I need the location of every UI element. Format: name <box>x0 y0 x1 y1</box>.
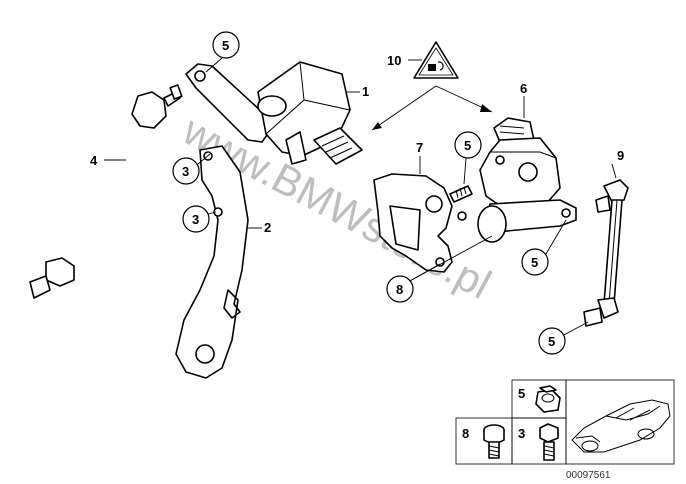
bubble-8: 8 <box>386 235 493 303</box>
legend-nut-label: 5 <box>518 386 525 401</box>
bubble-5-right: 5 <box>521 219 567 276</box>
socket-screw-icon <box>483 424 505 459</box>
bracket <box>175 145 249 379</box>
bubble-5-mid: 5 <box>454 131 482 185</box>
level-sensor-left <box>185 61 363 165</box>
svg-text:8: 8 <box>396 282 403 297</box>
svg-text:5: 5 <box>222 38 229 53</box>
part-10-label: 10 <box>387 53 401 68</box>
legend-screw-label: 8 <box>462 426 469 441</box>
part-2-label: 2 <box>264 220 271 235</box>
svg-text:5: 5 <box>464 138 471 153</box>
svg-text:3: 3 <box>192 212 199 227</box>
level-sensor-right <box>477 117 577 243</box>
legend-bolt-label: 3 <box>518 426 525 441</box>
link-rod-left <box>29 84 183 299</box>
hex-bolt-icon <box>539 423 559 461</box>
bubble-5-bottom: 5 <box>538 321 589 355</box>
nut-icon <box>535 385 561 413</box>
part-7-label: 7 <box>416 140 423 155</box>
bubble-5-top: 5 <box>205 31 240 73</box>
part-4-label: 4 <box>90 153 98 168</box>
warning-triangle-icon <box>413 41 459 79</box>
hardware-legend: 5 8 3 <box>455 379 675 465</box>
svg-text:5: 5 <box>531 255 538 270</box>
link-rod-right <box>583 179 629 327</box>
svg-text:3: 3 <box>182 164 189 179</box>
bubble-3-upper: 3 <box>172 153 211 185</box>
reference-number: 00097561 <box>566 470 611 481</box>
car-icon <box>571 399 671 453</box>
mounting-plate <box>373 173 473 273</box>
bubble-3-lower: 3 <box>182 205 217 233</box>
part-1-label: 1 <box>362 84 369 99</box>
part-6-label: 6 <box>520 81 527 96</box>
part-9-label: 9 <box>617 148 624 163</box>
svg-text:5: 5 <box>548 334 555 349</box>
